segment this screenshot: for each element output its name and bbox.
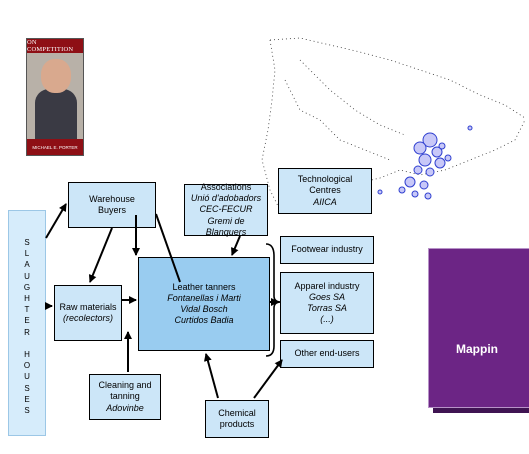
slaughter-houses-letter: G <box>23 282 31 292</box>
cleaning-label: Cleaning and <box>98 380 152 391</box>
cleaning-tanning-box: Cleaning and tanning Adovinbe <box>89 374 161 420</box>
arrow-chemical-to-enduse <box>253 359 283 399</box>
slaughter-houses-letter: O <box>23 361 31 371</box>
footwear-industry-box: Footwear industry <box>280 236 374 264</box>
slaughter-houses-letter: S <box>24 406 30 416</box>
apparel-industry-box: Apparel industry Goes SA Torras SA (...) <box>280 272 374 334</box>
slaughter-houses-letter: U <box>24 271 30 281</box>
footwear-label: Footwear industry <box>291 244 363 255</box>
arrow-associations-to-leather <box>231 235 241 256</box>
book-portrait-face <box>41 59 71 93</box>
slaughter-houses-letter: H <box>24 350 30 360</box>
aiica-label: AIICA <box>313 196 337 207</box>
technological-label: Technological <box>297 174 353 185</box>
technological-centres-box: Technological Centres AIICA <box>278 168 372 214</box>
centres-label: Centres <box>309 185 341 196</box>
cec-fecur-label: CEC-FECUR <box>199 204 253 215</box>
book-portrait-suit <box>35 89 77 139</box>
slaughter-houses-letter: R <box>24 327 30 337</box>
arrow-slaughter-to-warehouse <box>45 203 67 239</box>
book-author: MICHAEL E. PORTER <box>27 139 83 155</box>
ellipsis-label: (...) <box>320 314 334 325</box>
arrow-warehouse-to-leather <box>155 213 181 283</box>
other-end-users-label: Other end-users <box>294 348 360 359</box>
other-end-users-box: Other end-users <box>280 340 374 368</box>
slaughter-houses-letter: L <box>24 249 30 259</box>
apparel-label: Apparel industry <box>294 280 360 291</box>
slaughter-houses-letter: H <box>24 294 30 304</box>
enduse-brace <box>265 243 282 357</box>
products-label: products <box>219 419 255 429</box>
torras-sa-label: Torras SA <box>307 303 347 313</box>
chemical-label: Chemical <box>218 407 256 418</box>
arrow-warehouse-to-raw <box>88 227 113 283</box>
goes-sa-label: Goes SA <box>308 291 346 302</box>
slaughter-houses-letter: S <box>24 383 30 393</box>
raw-materials-box: Raw materials (recolectors) <box>54 285 122 341</box>
book-title: ON COMPETITION <box>27 39 83 53</box>
slaughter-houses-letter: U <box>24 372 30 382</box>
adovinbe-label: Adovinbe <box>106 402 144 413</box>
slaughter-houses-letter: E <box>24 316 30 326</box>
arrow-chemical-to-leather <box>203 353 219 399</box>
map-clusters <box>377 125 473 200</box>
associations-box: Associations Unió d'adobadors CEC-FECUR … <box>184 181 268 237</box>
mapping-label: Mappin <box>456 342 498 356</box>
associations-label: Associations <box>200 181 252 192</box>
slaughter-houses-letter: S <box>24 238 30 247</box>
buyers-label: Buyers <box>97 205 126 215</box>
chemical-products-box: Chemical products <box>205 400 269 438</box>
curtidos-badia-label: Curtidos Badia <box>174 315 234 326</box>
gremi-blanquers-label: Gremi de Blanquers <box>205 215 247 237</box>
mapping-panel-border <box>428 248 529 408</box>
unio-adobadors-label: Unió d'adobadors <box>190 193 262 204</box>
fontanellas-label: Fontanellas i Marti <box>167 292 241 303</box>
raw-materials-label: Raw materials <box>59 301 117 312</box>
warehouse-buyers-box: Warehouse Buyers <box>68 182 156 228</box>
warehouse-label: Warehouse <box>89 193 135 204</box>
tanning-label: tanning <box>110 391 140 402</box>
recolectors-label: (recolectors) <box>62 313 113 323</box>
slaughter-houses-letter: A <box>24 260 30 270</box>
slaughter-houses-letter: T <box>24 305 30 315</box>
slaughter-houses-letter: E <box>24 394 30 404</box>
mapping-panel: Mappin <box>428 248 529 408</box>
book-cover-image: ON COMPETITION MICHAEL E. PORTER <box>26 38 84 156</box>
leather-tanners-label: Leather tanners <box>172 281 236 292</box>
leather-tanners-box: Leather tanners Fontanellas i Marti Vida… <box>138 257 270 351</box>
vidal-bosch-label: Vidal Bosch <box>180 304 228 314</box>
